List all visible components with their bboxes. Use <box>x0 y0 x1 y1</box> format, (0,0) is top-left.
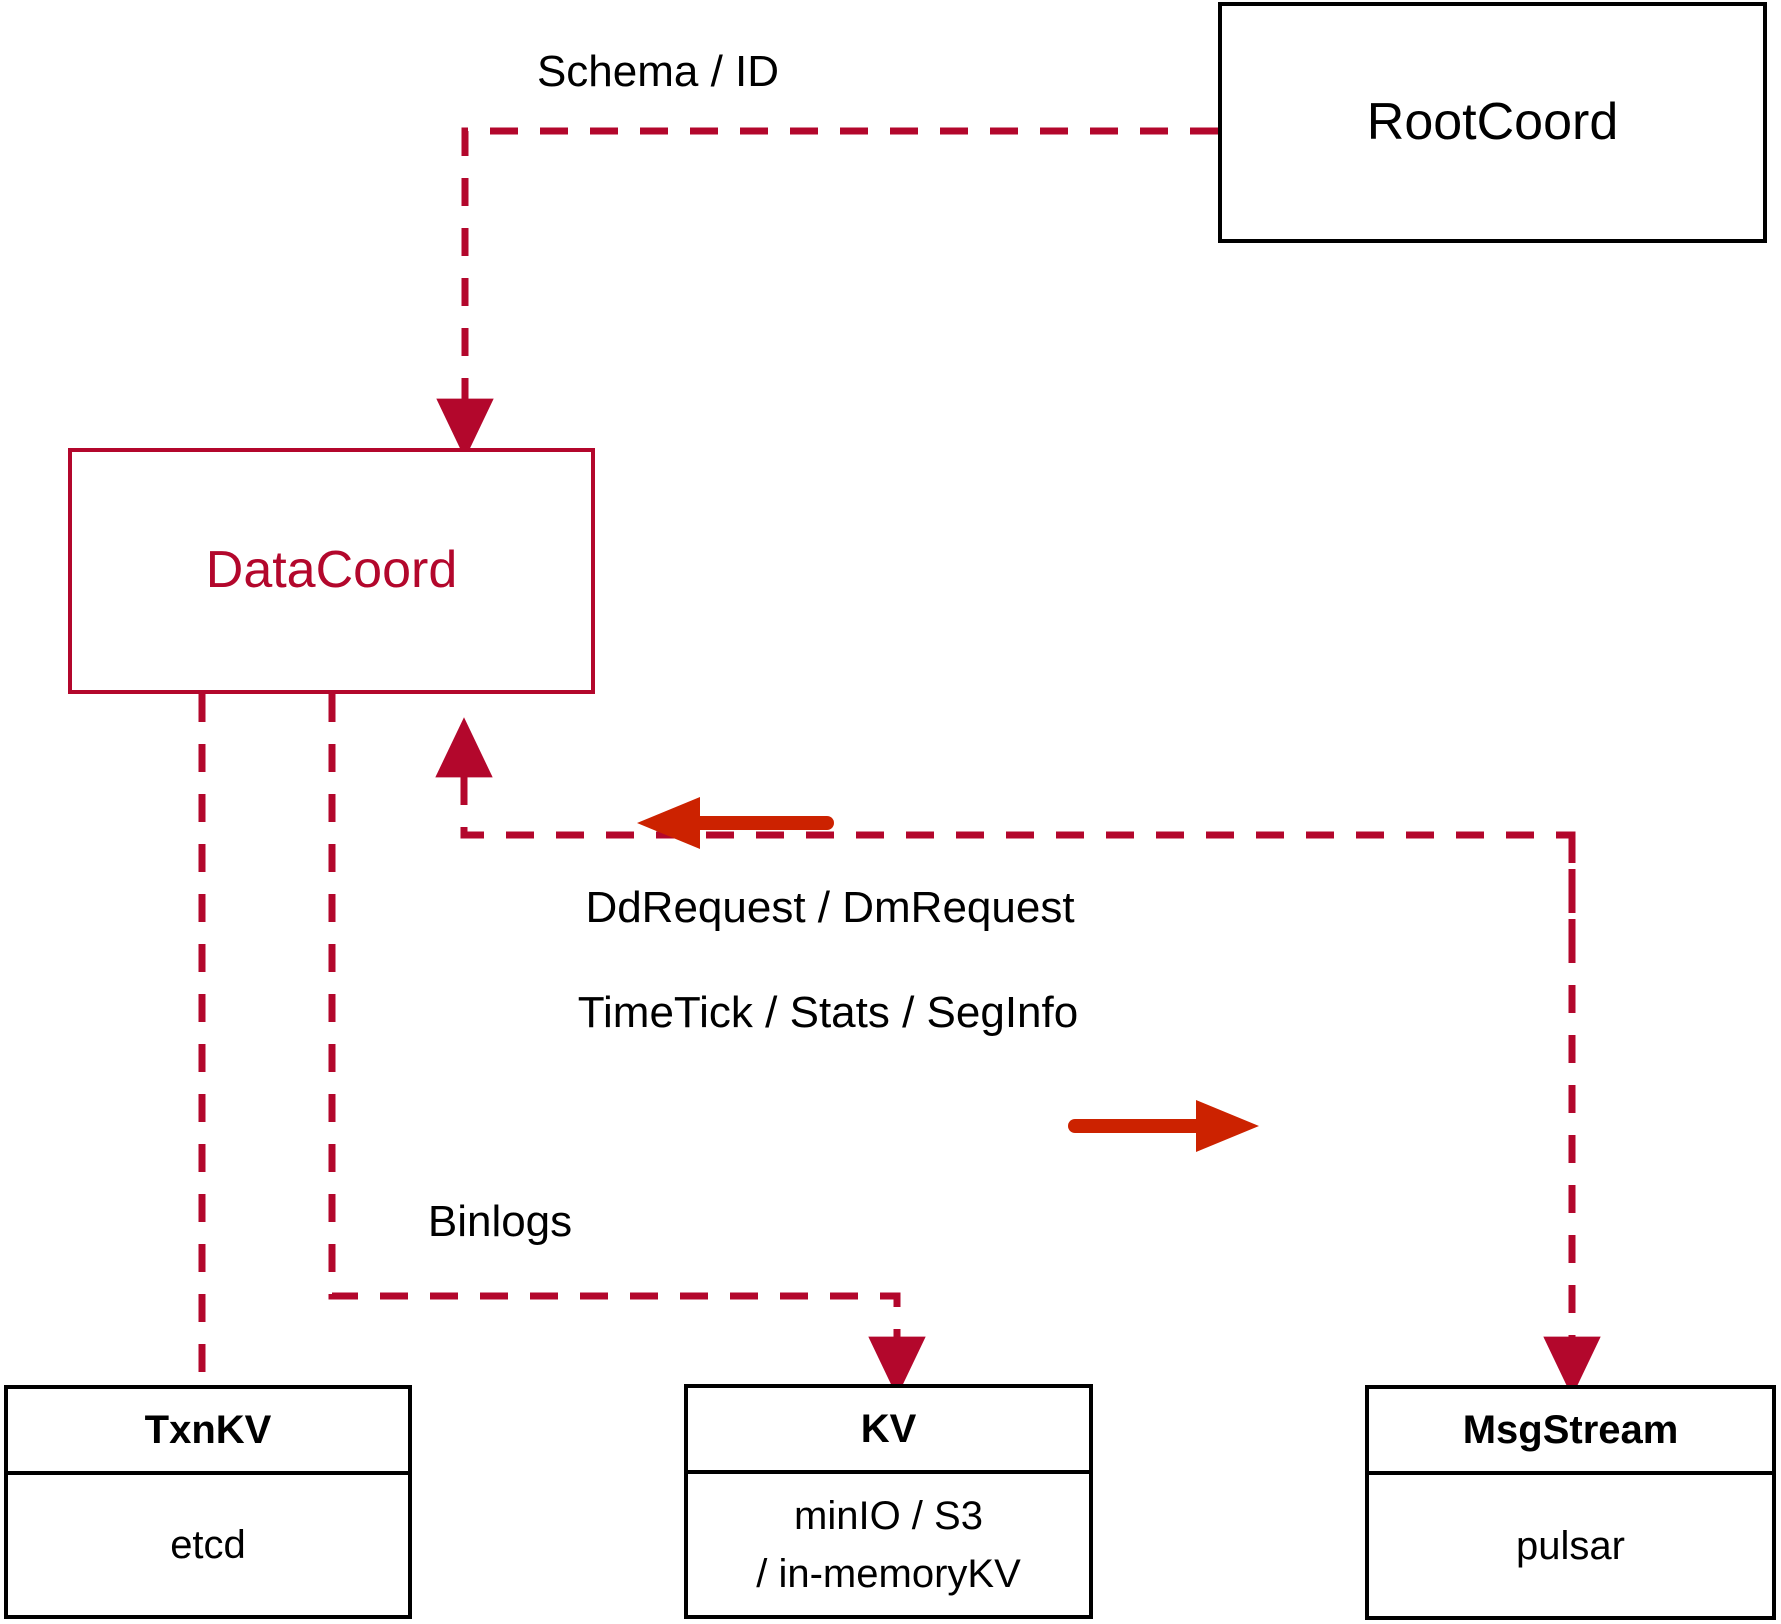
edge-rootcoord-to-datacoord <box>436 127 1218 459</box>
node-rootcoord[interactable]: RootCoord <box>1218 2 1767 243</box>
node-datacoord-label: DataCoord <box>205 541 458 600</box>
node-datacoord[interactable]: DataCoord <box>68 448 595 694</box>
edge-label-binlogs: Binlogs <box>427 1197 573 1246</box>
direction-arrow-right-icon <box>1068 1100 1259 1152</box>
edge-label-timetick-stats-seginfo: TimeTick / Stats / SegInfo <box>577 988 1079 1037</box>
node-msgstream-header: MsgStream <box>1369 1389 1772 1475</box>
node-kv[interactable]: KV minIO / S3 / in-memoryKV <box>684 1384 1093 1619</box>
node-kv-body: minIO / S3 / in-memoryKV <box>756 1493 1021 1596</box>
direction-arrow-left-icon <box>637 797 834 849</box>
node-msgstream[interactable]: MsgStream pulsar <box>1365 1385 1776 1620</box>
edge-label-dd-dm-request: DdRequest / DmRequest <box>585 883 1075 932</box>
edge-datacoord-to-kv <box>328 694 926 1397</box>
node-rootcoord-label: RootCoord <box>1366 92 1619 151</box>
node-msgstream-body: pulsar <box>1516 1523 1625 1568</box>
node-txnkv[interactable]: TxnKV etcd <box>4 1385 412 1619</box>
node-kv-header: KV <box>688 1388 1089 1474</box>
node-txnkv-body: etcd <box>170 1523 246 1567</box>
node-txnkv-header: TxnKV <box>8 1389 408 1475</box>
edge-label-schema-id: Schema / ID <box>536 47 780 96</box>
